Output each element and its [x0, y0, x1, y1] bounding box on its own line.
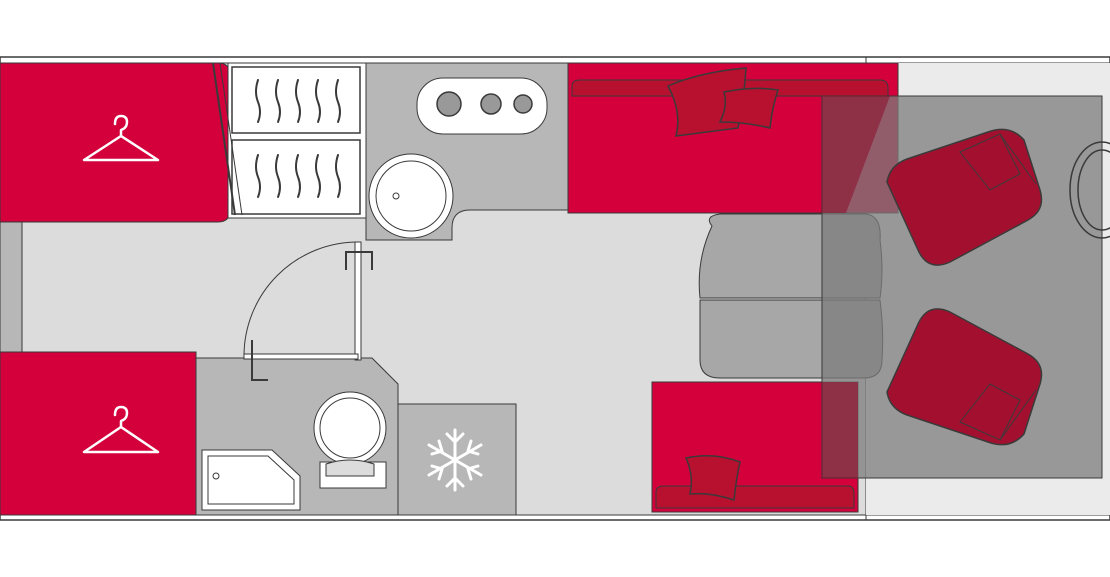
steering-wheel-icon: [1069, 141, 1110, 239]
door-swing: [243, 241, 373, 381]
armchair-icon: [886, 308, 1043, 446]
pillow-icon: [684, 455, 741, 502]
pillow-icon: [666, 67, 779, 137]
wardrobe-hanger-icon: [82, 114, 160, 162]
fridge-icon: [397, 403, 517, 516]
shower-tray-icon: [201, 449, 301, 511]
washroom: [195, 357, 399, 516]
shower-cabinet: [212, 62, 367, 219]
toilet-icon: [313, 391, 387, 489]
kitchen-counter: [365, 62, 569, 241]
armchair-icon: [886, 128, 1043, 266]
wardrobe-top: [0, 62, 231, 223]
rear-wall-strip: [0, 221, 23, 353]
snowflake-icon: [427, 428, 483, 492]
wardrobe-hanger-icon: [82, 405, 160, 454]
sink-icon: [368, 153, 454, 239]
wardrobe-bottom: [0, 351, 197, 516]
hob-burner-icon: [436, 91, 533, 117]
